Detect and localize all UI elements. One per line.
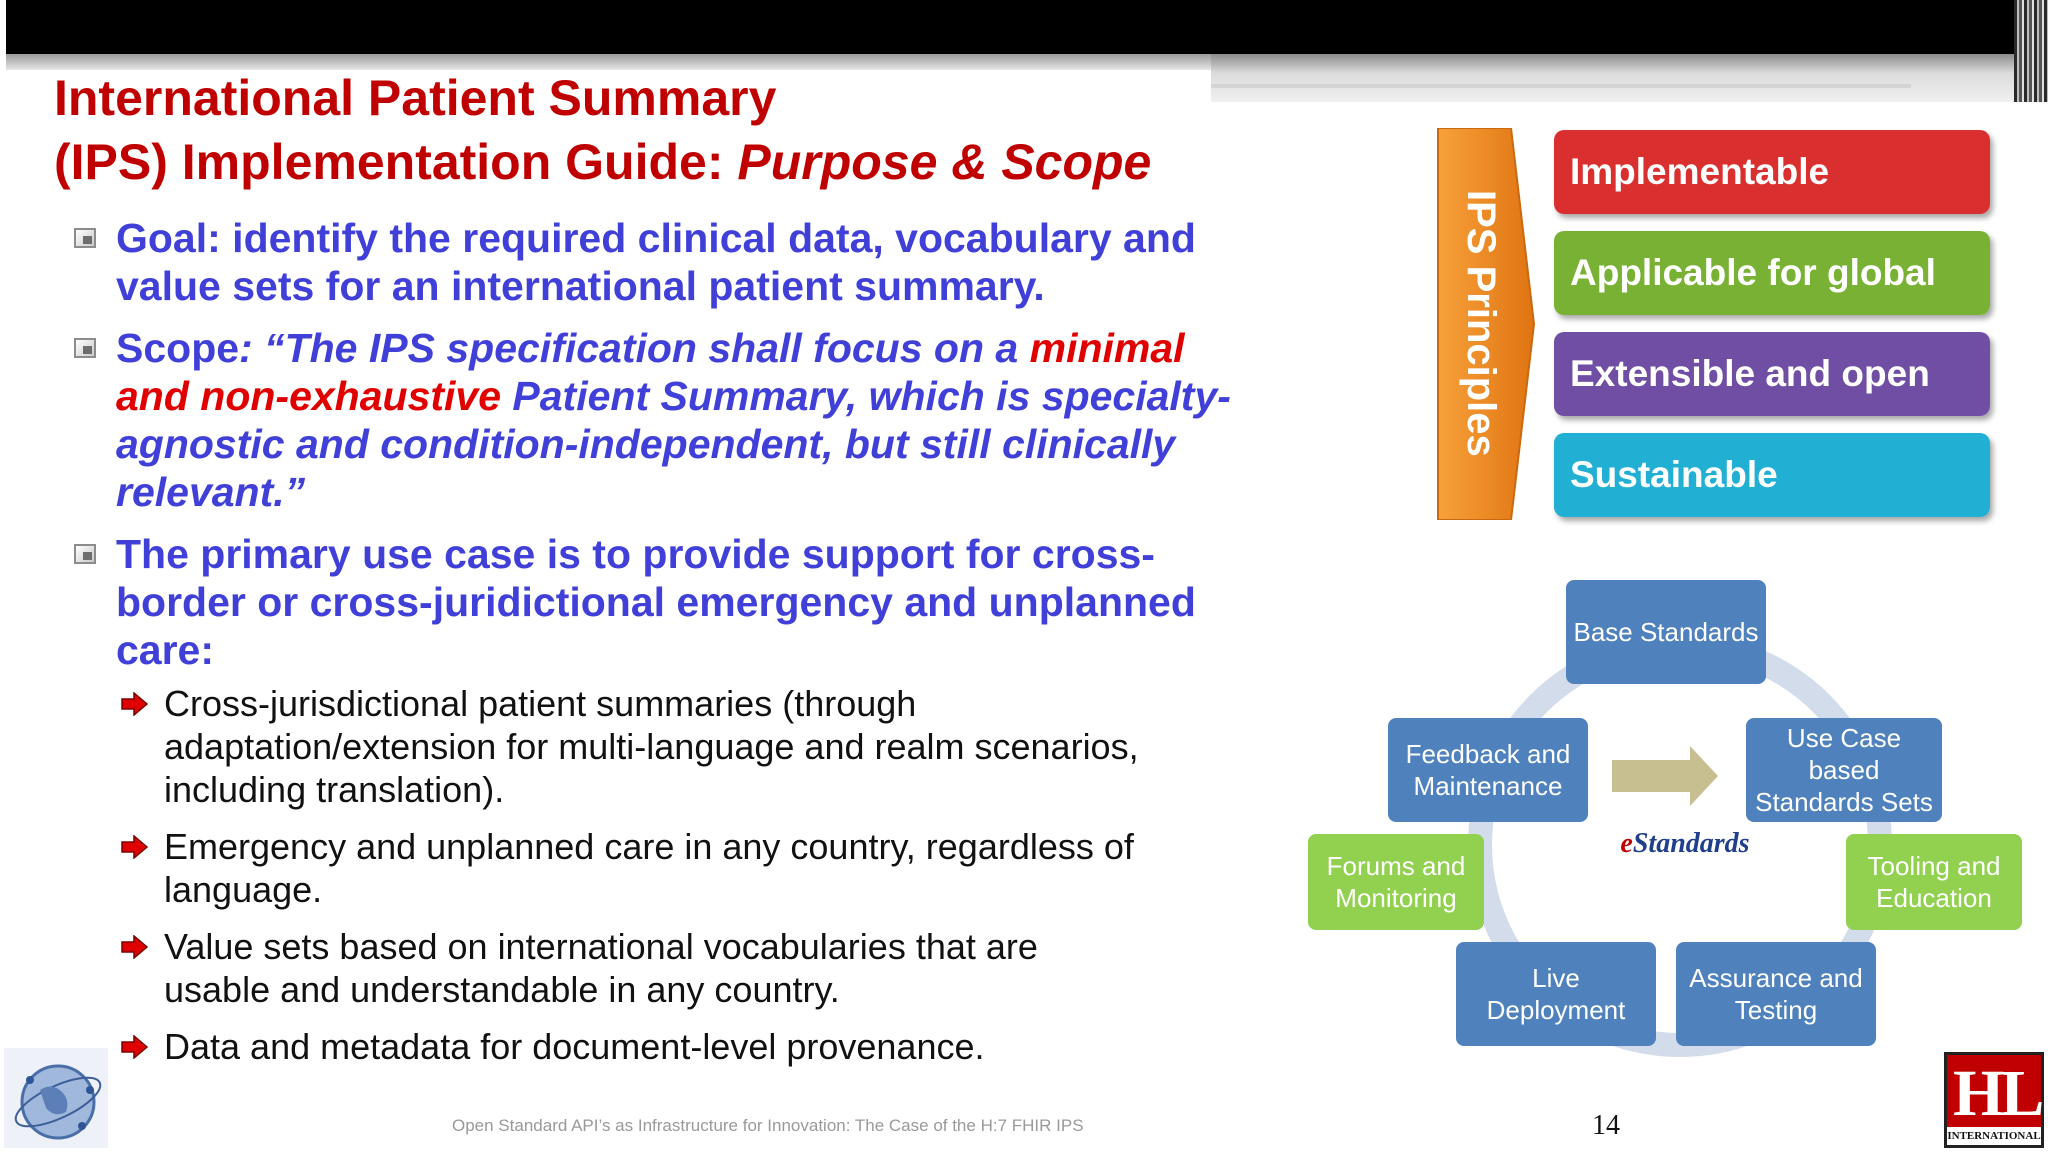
sub-bullet: Cross-jurisdictional patient summaries (… [70, 682, 1164, 811]
estandards-rest: Standards [1632, 828, 1750, 859]
scope-quote-a: : “The IPS specification shall focus on … [239, 325, 1030, 371]
sub-bullet: Data and metadata for document-level pro… [70, 1025, 1164, 1068]
hl7-logo: HL7 INTERNATIONAL [1944, 1052, 2048, 1148]
node-base-standards: Base Standards [1566, 580, 1766, 684]
title-line2-italic: Purpose & Scope [737, 134, 1152, 190]
node-use-case-standards: Use Case based Standards Sets [1746, 718, 1942, 822]
red-arrow-icon [121, 835, 148, 859]
sub-bullet-text: Value sets based on international vocabu… [164, 926, 1038, 1010]
bullet-list: Goal: identify the required clinical dat… [70, 214, 1240, 1082]
node-feedback-maintenance: Feedback and Maintenance [1388, 718, 1588, 822]
sub-bullet: Value sets based on international vocabu… [70, 925, 1124, 1011]
ips-principles-tag [1437, 128, 1536, 520]
estandards-label: eStandards [1560, 828, 1810, 860]
top-bar-shadow-right [1211, 54, 2016, 102]
principle-extensible: Extensible and open [1554, 332, 1990, 416]
hl7-logo-mark: HL7 [1953, 1057, 2048, 1130]
footer-text: Open Standard API’s as Infrastructure fo… [452, 1116, 1084, 1135]
page-number: 14 [1592, 1110, 1620, 1141]
scope-red-text: minimal and non-exhaustive [116, 325, 1185, 419]
principle-sustainable: Sustainable [1554, 433, 1990, 517]
top-bar [6, 0, 2016, 54]
sub-bullet-text: Cross-jurisdictional patient summaries (… [164, 683, 1139, 810]
hl7-logo-subtitle: INTERNATIONAL [1947, 1127, 2041, 1145]
bullet-square-icon [74, 338, 96, 358]
sub-bullet-text: Data and metadata for document-level pro… [164, 1026, 985, 1067]
node-tooling-education: Tooling and Education [1846, 834, 2022, 930]
bullet-square-icon [74, 544, 96, 564]
top-bar-shadow [6, 54, 1211, 70]
principle-global-use: Applicable for global use [1554, 231, 1990, 377]
node-assurance-testing: Assurance and Testing [1676, 942, 1876, 1046]
scope-label: Scope [116, 325, 240, 371]
top-bar-line [1211, 84, 1911, 88]
bullet-goal: Goal: identify the required clinical dat… [70, 214, 1240, 310]
scope-quote-b: Patient Summary, which is specialty-agno… [116, 373, 1231, 515]
node-forums-monitoring: Forums and Monitoring [1308, 834, 1484, 930]
globe-network-icon [4, 1048, 108, 1148]
title-line2: (IPS) Implementation Guide: [54, 134, 738, 190]
bullet-scope: Scope: “The IPS specification shall focu… [70, 324, 1240, 516]
title-line1: International Patient Summary [54, 70, 777, 126]
red-arrow-icon [121, 692, 148, 716]
estandards-prefix: e [1620, 828, 1633, 859]
sub-bullet-text: Emergency and unplanned care in any coun… [164, 826, 1134, 910]
bullet-square-icon [74, 228, 96, 248]
bullet-primary: The primary use case is to provide suppo… [70, 530, 1240, 674]
red-arrow-icon [121, 935, 148, 959]
node-live-deployment: Live Deployment [1456, 942, 1656, 1046]
ips-principles-label: IPS Principles [1459, 189, 1503, 457]
principle-implementable: Implementable [1554, 130, 1990, 214]
bullet-primary-text: The primary use case is to provide suppo… [116, 531, 1196, 673]
sub-bullet: Emergency and unplanned care in any coun… [70, 825, 1164, 911]
slide-title: International Patient Summary (IPS) Impl… [54, 66, 1151, 194]
corner-decoration [2014, 0, 2048, 102]
cycle-arrow-icon [1612, 746, 1718, 806]
red-arrow-icon [121, 1035, 148, 1059]
bullet-goal-text: Goal: identify the required clinical dat… [116, 215, 1196, 309]
